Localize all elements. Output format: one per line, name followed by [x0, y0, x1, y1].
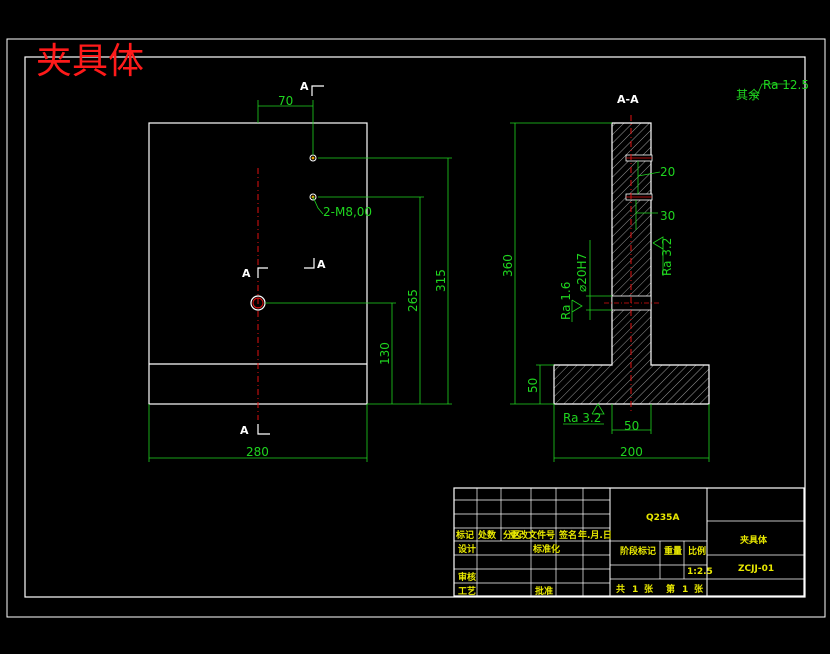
tb-drawing-no: ZCJJ-01: [738, 564, 774, 574]
tb-h-date: 年.月.日: [578, 529, 612, 541]
svg-text:1: 1: [682, 585, 688, 595]
dim-280: 280: [246, 445, 269, 459]
dim-315: 315: [434, 269, 448, 292]
tb-part-name: 夹具体: [740, 534, 768, 546]
section-marker-left: A: [242, 267, 268, 280]
tb-weight-header: 重量: [664, 545, 682, 557]
svg-text:Ra 12.5: Ra 12.5: [763, 78, 809, 92]
dim-130: 130: [378, 342, 392, 365]
section-marker-top: A: [300, 80, 324, 96]
dim-web-w: 50: [624, 419, 639, 433]
dim-360: 360: [501, 254, 515, 277]
tb-design: 设计: [458, 543, 476, 555]
drawing-title: 夹具体: [36, 41, 144, 82]
tb-scale: 1:2.5: [687, 567, 713, 577]
dim-70: 70: [278, 94, 293, 108]
bore-hole-inner: [252, 297, 264, 309]
dim-base-h: 50: [526, 378, 540, 393]
tb-h-zone: 分区: [503, 529, 521, 541]
tb-scale-header: 比例: [688, 545, 706, 557]
roughness-symbol-3: Ra 3.2: [652, 236, 674, 276]
tb-h-sign: 签名: [558, 529, 577, 541]
tb-approve: 批准: [535, 585, 553, 597]
roughness-symbol-1: Ra 3.2: [563, 403, 605, 425]
thread-note: 2-M8,00: [323, 205, 372, 219]
tb-review: 审核: [458, 571, 476, 583]
tb-h-count: 处数: [477, 529, 497, 541]
section-label: A-A: [617, 93, 639, 106]
tb-sheet-info: 共 1 张 第 1 张: [616, 583, 704, 595]
dim-265: 265: [406, 289, 420, 312]
svg-text:共: 共: [616, 583, 625, 595]
svg-text:A: A: [242, 267, 251, 280]
dim-30: 30: [660, 209, 675, 223]
front-view: 70 280 130 265 315 2-M8,00 A A A: [148, 80, 452, 462]
svg-text:A: A: [317, 258, 326, 271]
svg-text:Ra 3.2: Ra 3.2: [563, 411, 601, 425]
thread-hole-1-core: [311, 156, 315, 160]
dim-200: 200: [620, 445, 643, 459]
roughness-symbol-2: Ra 1.6: [559, 282, 583, 322]
section-marker-bottom: A: [240, 424, 270, 437]
dim-20: 20: [660, 165, 675, 179]
tb-process: 工艺: [458, 585, 476, 597]
svg-text:张: 张: [644, 583, 654, 595]
tb-standard: 标准化: [532, 543, 560, 555]
inner-frame: [24, 56, 806, 598]
tb-h-mark: 标记: [455, 529, 474, 541]
section-view: A-A 360 ⌀20H7 20 30 50: [501, 78, 809, 462]
tb-h-change: 更改文件号: [510, 529, 555, 541]
svg-text:第: 第: [666, 583, 675, 595]
roughness-corner: 其余 Ra 12.5: [736, 78, 809, 102]
title-block: Q235A 夹具体 ZCJJ-01 阶段标记 重量 比例 1:2.5 标记 处数…: [453, 487, 805, 597]
section-marker-right: A: [304, 258, 326, 271]
svg-text:A: A: [300, 80, 309, 93]
svg-text:Ra 1.6: Ra 1.6: [559, 282, 573, 320]
dim-bore: ⌀20H7: [575, 253, 589, 292]
tb-stage-header: 阶段标记: [620, 545, 656, 557]
svg-text:其余: 其余: [736, 87, 760, 102]
svg-text:1: 1: [632, 585, 638, 595]
svg-text:A: A: [240, 424, 249, 437]
thread-hole-2: [309, 193, 317, 201]
svg-text:Ra 3.2: Ra 3.2: [660, 238, 674, 276]
tb-material: Q235A: [646, 513, 679, 523]
outer-frame: [6, 38, 826, 618]
svg-text:张: 张: [694, 583, 704, 595]
